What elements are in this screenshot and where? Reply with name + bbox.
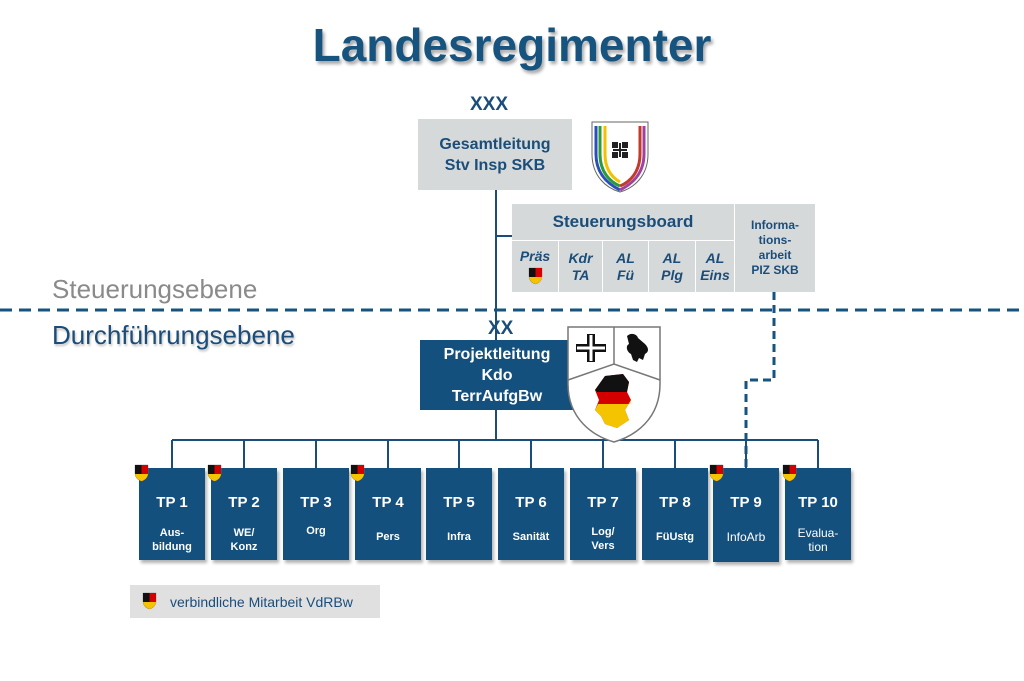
vdrbw-flag-icon <box>350 464 365 482</box>
subproject-tp9: TP 9 InfoArb <box>713 468 779 562</box>
subproject-tp8-sub-1: FüUstg <box>656 531 694 543</box>
subproject-tp7-label: TP 7 <box>587 494 619 511</box>
projektleitung-line-2: Kdo <box>481 366 513 384</box>
subproject-tp8-sub: FüUstg <box>642 530 708 544</box>
board-member-al-fue-line-2: Fü <box>616 266 635 283</box>
rank-division: XX <box>488 318 514 339</box>
subproject-tp7-sub-1: Log/ <box>591 526 615 538</box>
terraufgbw-emblem-icon <box>567 326 661 443</box>
board-member-al-fue: AL Fü <box>603 241 649 292</box>
board-member-praes: Präs <box>512 241 559 292</box>
info-line-4: PIZ SKB <box>751 263 799 277</box>
board-member-al-eins-line-2: Eins <box>700 266 730 283</box>
subproject-tp6-label: TP 6 <box>515 494 547 511</box>
subproject-tp6: TP 6 Sanität <box>498 468 564 560</box>
subproject-tp9-sub-1: InfoArb <box>726 530 766 544</box>
level-lower-label: Durchführungsebene <box>52 320 295 350</box>
legend: verbindliche Mitarbeit VdRBw <box>130 585 380 618</box>
vdrbw-flag-icon <box>142 592 157 610</box>
subproject-tp1: TP 1 Aus- bildung <box>139 468 205 560</box>
subproject-tp7-sub-2: Vers <box>591 540 615 552</box>
board-member-kdr-ta-line-2: TA <box>571 266 590 283</box>
gesamtleitung-box: Gesamtleitung Stv Insp SKB <box>418 119 572 190</box>
skb-emblem-icon <box>591 121 649 193</box>
board-member-al-plg-line-2: Plg <box>661 266 683 283</box>
level-upper-label: Steuerungsebene <box>52 274 258 304</box>
subproject-tp2-sub-1: WE/ <box>233 527 255 539</box>
subproject-tp5-sub-1: Infra <box>447 531 471 543</box>
subproject-tp2-sub-2: Konz <box>230 541 258 553</box>
subproject-tp3-sub-1: Org <box>306 525 326 537</box>
projektleitung-line-1: Projektleitung <box>443 345 551 363</box>
subproject-tp4-sub-1: Pers <box>376 531 400 543</box>
vdrbw-flag-icon <box>207 464 222 482</box>
subproject-tp10-sub-2: tion <box>808 540 828 554</box>
subproject-tp10: TP 10 Evalua- tion <box>785 468 851 560</box>
projektleitung-box: Projektleitung Kdo TerrAufgBw <box>420 340 574 410</box>
subproject-tp5: TP 5 Infra <box>426 468 492 560</box>
subproject-tp1-sub-1: Aus- <box>159 527 185 539</box>
subproject-tp10-label: TP 10 <box>798 494 838 511</box>
board-member-al-eins: AL Eins <box>696 241 734 292</box>
subproject-tp5-label: TP 5 <box>443 494 475 511</box>
vdrbw-flag-icon <box>528 267 542 285</box>
subproject-tp8: TP 8 FüUstg <box>642 468 708 560</box>
subproject-tp10-sub: Evalua- tion <box>785 526 851 554</box>
subproject-tp4-sub: Pers <box>355 530 421 544</box>
subproject-tp6-sub-1: Sanität <box>512 531 550 543</box>
board-member-kdr-ta-line-1: Kdr <box>568 249 593 266</box>
subproject-tp4-label: TP 4 <box>372 494 404 511</box>
gesamtleitung-line-2: Stv Insp SKB <box>444 156 546 174</box>
gesamtleitung-line-1: Gesamtleitung <box>439 135 551 153</box>
info-box: Informa- tions- arbeit PIZ SKB <box>735 204 815 292</box>
board-member-al-eins-line-1: AL <box>705 249 725 266</box>
info-line-3: arbeit <box>758 248 792 262</box>
vdrbw-flag-icon <box>709 464 724 482</box>
board-member-al-fue-line-1: AL <box>616 249 635 266</box>
subproject-tp1-sub: Aus- bildung <box>139 526 205 554</box>
rank-corps: XXX <box>470 94 509 115</box>
subproject-tp7: TP 7 Log/ Vers <box>570 468 636 560</box>
board-member-kdr-ta: Kdr TA <box>559 241 603 292</box>
subproject-tp7-sub: Log/ Vers <box>570 525 636 553</box>
steuerungsboard-title: Steuerungsboard <box>552 212 694 231</box>
subproject-tp9-label: TP 9 <box>730 494 762 511</box>
page-title: Landesregimenter <box>312 19 712 71</box>
subproject-tp1-label: TP 1 <box>156 494 188 511</box>
info-line-2: tions- <box>758 233 792 247</box>
subproject-tp2-sub: WE/ Konz <box>211 526 277 554</box>
subproject-tp3-label: TP 3 <box>300 494 332 511</box>
subproject-tp6-sub: Sanität <box>498 530 564 544</box>
subproject-tp9-sub: InfoArb <box>713 530 779 544</box>
subproject-tp8-label: TP 8 <box>659 494 691 511</box>
vdrbw-flag-icon <box>782 464 797 482</box>
subproject-tp3-sub: Org <box>283 524 349 538</box>
board-member-praes-label: Präs <box>519 248 551 264</box>
projektleitung-line-3: TerrAufgBw <box>451 387 543 405</box>
subproject-tp2: TP 2 WE/ Konz <box>211 468 277 560</box>
steuerungsboard: Steuerungsboard Präs Kdr TA AL Fü AL Plg… <box>512 204 734 292</box>
info-dashed-link <box>744 292 776 468</box>
subproject-tp3: TP 3 Org <box>283 468 349 560</box>
subproject-tp5-sub: Infra <box>426 530 492 544</box>
legend-text: verbindliche Mitarbeit VdRBw <box>170 594 353 610</box>
board-member-al-plg: AL Plg <box>649 241 696 292</box>
info-line-1: Informa- <box>751 218 799 232</box>
subproject-tp2-label: TP 2 <box>228 494 260 511</box>
subproject-tp10-sub-1: Evalua- <box>797 526 839 540</box>
subproject-tp4: TP 4 Pers <box>355 468 421 560</box>
board-member-al-plg-line-1: AL <box>662 249 682 266</box>
vdrbw-flag-icon <box>134 464 149 482</box>
subproject-tp1-sub-2: bildung <box>152 541 192 553</box>
